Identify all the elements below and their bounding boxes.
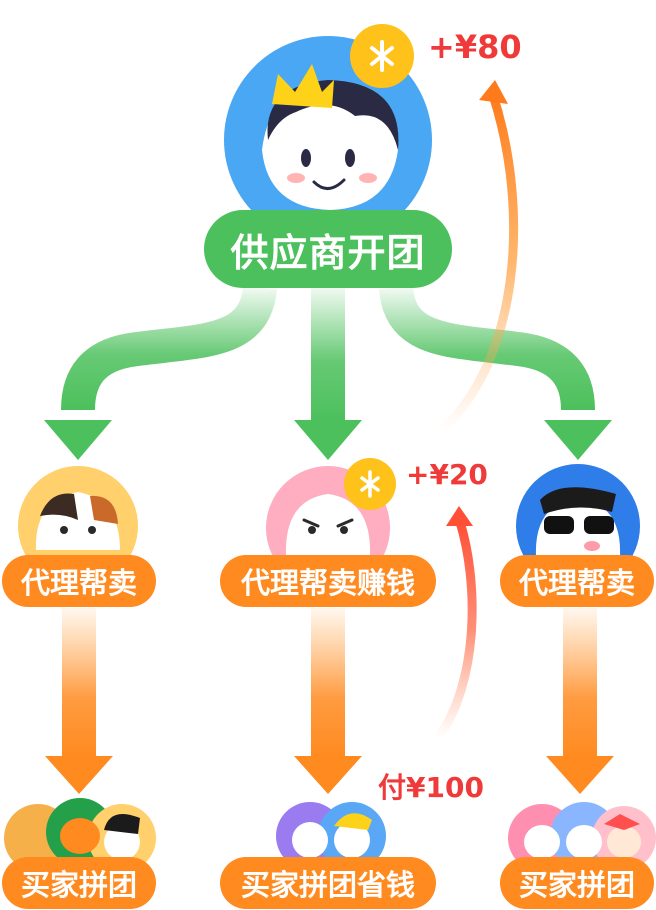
flow-arrow-buyer-center — [311, 608, 345, 758]
agent-label-right: 代理帮卖 — [500, 555, 654, 607]
flow-arrow-left — [61, 285, 277, 411]
agent-label-center: 代理帮卖赚钱 — [220, 555, 436, 607]
agent-earning: +¥20 — [406, 458, 488, 491]
arrowhead-center — [294, 420, 362, 460]
supplier-label: 供应商开团 — [204, 210, 452, 288]
buyer-label-right: 买家拼团 — [500, 857, 654, 909]
supplier-avatar — [224, 36, 432, 244]
return-arrowhead-agent — [446, 506, 473, 526]
agent-label-left: 代理帮卖 — [2, 555, 156, 607]
return-arrow-supplier — [435, 90, 519, 437]
flow-arrow-right — [379, 285, 595, 411]
arrowhead-right — [544, 420, 612, 460]
flow-arrow-buyer-right — [563, 608, 597, 758]
arrowhead-buyer-right — [546, 756, 614, 794]
buyer-avatars-left — [4, 798, 156, 872]
arrowhead-left — [44, 420, 112, 460]
buyer-label-center: 买家拼团省钱 — [220, 857, 436, 909]
return-arrow-agent — [433, 517, 477, 743]
coin-icon-small — [344, 458, 396, 510]
buyer-label-left: 买家拼团 — [2, 857, 156, 909]
return-arrowhead-supplier — [479, 80, 508, 104]
buyer-payment: 付¥100 — [378, 771, 484, 804]
coin-icon — [350, 24, 414, 88]
arrowhead-buyer-left — [45, 756, 113, 794]
supplier-earning: +¥80 — [428, 28, 522, 66]
flow-arrow-buyer-left — [62, 608, 96, 758]
buyer-avatars-right — [508, 802, 656, 872]
buyer-avatars-center — [276, 802, 386, 870]
flow-arrow-center — [311, 288, 345, 420]
crown-icon — [272, 64, 334, 108]
arrowhead-buyer-center — [294, 756, 362, 794]
